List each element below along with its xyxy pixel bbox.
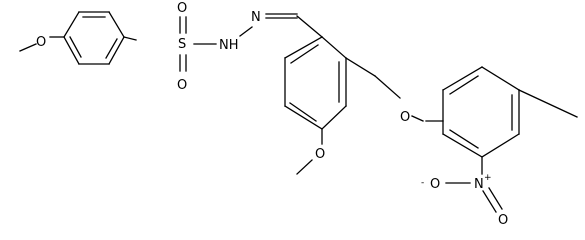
- sulfonyl-o-bottom-label: O: [177, 78, 187, 93]
- central-benzene-ring: [284, 36, 347, 130]
- left-methoxy-group: [19, 36, 65, 52]
- hydrazone-nh-label: NH: [219, 38, 239, 53]
- benzyl-ether-linker: [345, 57, 424, 122]
- sulfonyl-s-label: S: [178, 37, 186, 52]
- methoxyphenyl-ring: [63, 11, 125, 65]
- methoxy-o-mid-label: O: [315, 147, 325, 162]
- hydrazone-n-label: N: [251, 10, 261, 25]
- structure-svg: O S O O NH N O O N + - O O: [19, 1, 578, 227]
- molecule-diagram: O S O O NH N O O N + - O O: [19, 1, 578, 227]
- nitro-o-label: O: [498, 213, 508, 227]
- nitrotolyl-ring: [425, 66, 520, 158]
- sulfonyl-group: [123, 16, 217, 72]
- nitro-group: [445, 156, 503, 213]
- nitro-o-minus-charge-label: -: [421, 178, 424, 188]
- sulfonyl-o-top-label: O: [177, 1, 187, 16]
- nitro-o-minus-label: O: [430, 177, 440, 192]
- nitro-n-charge-label: +: [484, 173, 492, 183]
- nitro-n-label: N: [474, 177, 484, 192]
- central-methoxy-group: [296, 128, 323, 175]
- methyl-bond: [518, 89, 578, 118]
- hydrazone-linker: [239, 13, 323, 38]
- bond-o-methyl: [19, 43, 37, 52]
- methoxy-o-left-label: O: [36, 35, 46, 50]
- ether-o-label: O: [400, 110, 410, 125]
